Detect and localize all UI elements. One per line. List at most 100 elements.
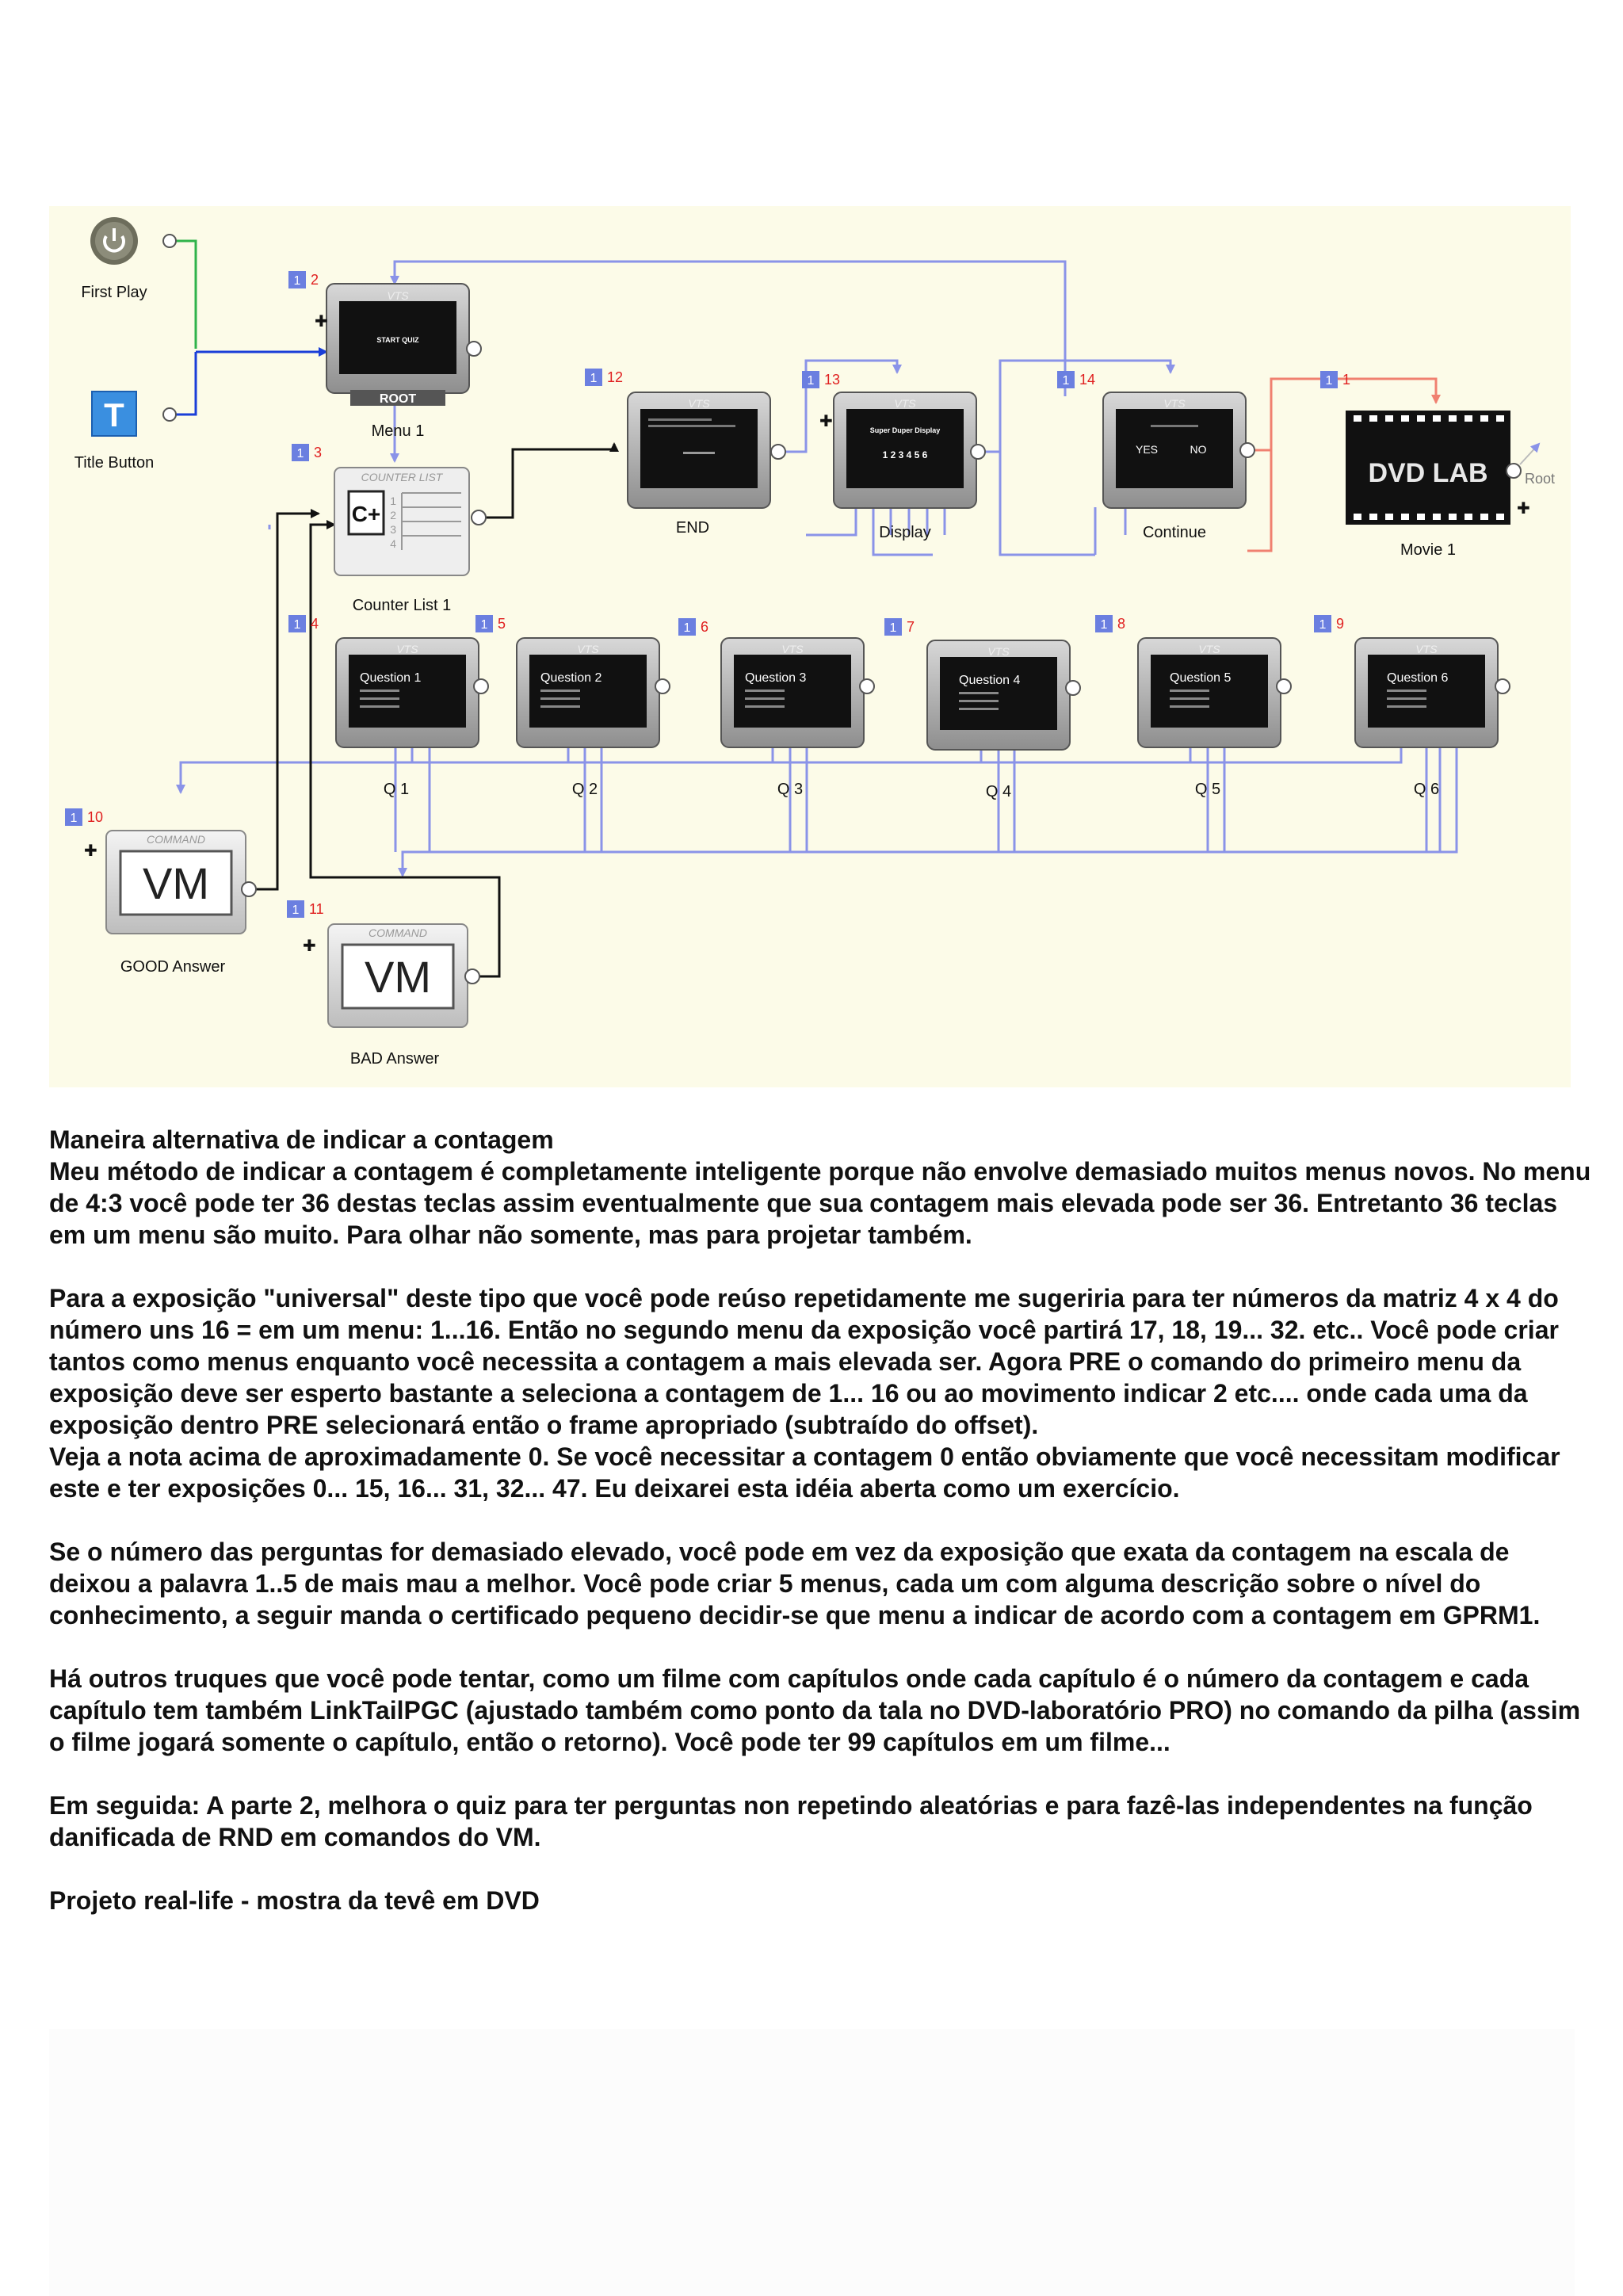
end-badge: 1 12 <box>585 369 623 386</box>
bad-answer-header: COMMAND <box>369 926 427 939</box>
question-node-5[interactable]: VTS Question 5 Q 5 <box>1137 637 1292 798</box>
movie1-node[interactable]: DVD LAB Root ✚ Movie 1 <box>1346 411 1555 559</box>
question-5-title: Question 5 <box>1170 671 1231 685</box>
menu1-footer-label: ROOT <box>380 392 416 406</box>
question-node-1[interactable]: VTS Question 1 Q 1 <box>335 637 489 798</box>
counter-list-badge: 1 3 <box>292 444 322 461</box>
diagram-canvas: First Play T Title Button VTS START QUIZ… <box>65 217 1555 1068</box>
continue-label: Continue <box>1143 524 1206 541</box>
question-2-title: Question 2 <box>540 671 601 685</box>
svg-text:1: 1 <box>297 447 304 460</box>
movie1-badge: 1 1 <box>1320 371 1350 388</box>
movie1-label: Movie 1 <box>1400 541 1456 559</box>
menu1-node[interactable]: VTS START QUIZ ROOT ROOT Menu 1 ✚ <box>315 283 482 440</box>
continue-yes: YES <box>1136 443 1158 456</box>
counter-list-node[interactable]: COUNTER LIST C+ 1 2 3 4 Counter List 1 <box>334 467 487 614</box>
dvd-lab-project-diagram: First Play T Title Button VTS START QUIZ… <box>49 206 1571 1087</box>
movie1-plus-icon: ✚ <box>1517 500 1530 518</box>
svg-text:7: 7 <box>907 619 915 635</box>
good-answer-label: GOOD Answer <box>120 958 226 976</box>
counter-row-4: 4 <box>390 537 396 550</box>
question-1-header: VTS <box>396 643 418 655</box>
question-2-badge: 1 5 <box>475 615 506 632</box>
question-2-header: VTS <box>577 643 599 655</box>
article-paragraph-7: Projeto real-life - mostra da tevê em DV… <box>49 1886 540 1915</box>
display-screen-digits: 1 2 3 4 5 6 <box>883 449 928 460</box>
article-paragraph-5: Há outros truques que você pode tentar, … <box>49 1664 1581 1756</box>
end-header: VTS <box>688 397 710 410</box>
counter-list-header: COUNTER LIST <box>361 471 444 483</box>
display-node[interactable]: VTS Super Duper Display 1 2 3 4 5 6 Disp… <box>819 392 986 541</box>
question-6-header: VTS <box>1415 643 1438 655</box>
question-4-label: Q 4 <box>986 783 1011 800</box>
svg-text:1: 1 <box>590 372 598 385</box>
svg-text:1: 1 <box>1063 374 1070 388</box>
title-button-node[interactable]: T Title Button <box>74 391 177 472</box>
question-4-title: Question 4 <box>959 674 1020 687</box>
article-body: Maneira alternativa de indicar a contage… <box>49 1124 1594 1948</box>
question-4-badge: 1 7 <box>884 618 915 636</box>
menu1-header: VTS <box>387 289 409 302</box>
counter-list-label: Counter List 1 <box>353 597 452 614</box>
continue-node[interactable]: VTS YES NO Continue <box>1102 392 1255 541</box>
bad-answer-node[interactable]: COMMAND VM BAD Answer ✚ <box>303 923 480 1068</box>
question-node-6[interactable]: VTS Question 6 Q 6 <box>1354 637 1510 798</box>
good-answer-node[interactable]: COMMAND VM GOOD Answer ✚ <box>84 830 257 976</box>
end-node[interactable]: VTS END <box>627 392 786 537</box>
question-6-label: Q 6 <box>1414 781 1439 798</box>
title-button-icon: T <box>104 396 124 434</box>
question-3-title: Question 3 <box>745 671 806 685</box>
svg-text:1: 1 <box>294 274 301 288</box>
svg-text:13: 13 <box>824 372 840 388</box>
question-1-badge: 1 4 <box>288 615 319 632</box>
continue-badge: 1 14 <box>1057 371 1095 388</box>
title-button-label: Title Button <box>74 454 154 472</box>
display-plus-icon: ✚ <box>819 413 833 430</box>
svg-text:5: 5 <box>498 616 506 632</box>
question-4-header: VTS <box>987 645 1010 658</box>
bad-answer-badge: 1 11 <box>287 900 324 918</box>
good-answer-plus-icon: ✚ <box>84 842 97 860</box>
svg-text:1: 1 <box>1319 618 1327 632</box>
question-node-3[interactable]: VTS Question 3 Q 3 <box>720 637 875 798</box>
question-6-badge: 1 9 <box>1314 615 1344 632</box>
menu1-screen-text: START QUIZ <box>376 336 419 344</box>
end-label: END <box>676 519 709 537</box>
menu1-badge: 1 2 <box>288 271 319 288</box>
article-paragraph-6: Em seguida: A parte 2, melhora o quiz pa… <box>49 1791 1533 1851</box>
svg-text:14: 14 <box>1079 372 1095 388</box>
first-play-label: First Play <box>81 284 147 301</box>
counter-row-3: 3 <box>390 523 396 536</box>
svg-text:1: 1 <box>1342 372 1350 388</box>
question-5-label: Q 5 <box>1195 781 1220 798</box>
svg-text:8: 8 <box>1117 616 1125 632</box>
first-play-node[interactable]: First Play <box>81 217 177 301</box>
display-screen-title: Super Duper Display <box>870 426 941 434</box>
film-strip-holes <box>1354 415 1504 520</box>
question-1-title: Question 1 <box>360 671 421 685</box>
continue-no: NO <box>1190 443 1207 456</box>
article-paragraph-4: Se o número das perguntas for demasiado … <box>49 1538 1541 1629</box>
menu1-label: Menu 1 <box>372 422 425 440</box>
good-answer-header: COMMAND <box>147 833 205 846</box>
bad-answer-plus-icon: ✚ <box>303 938 316 955</box>
question-5-header: VTS <box>1198 643 1220 655</box>
svg-text:12: 12 <box>607 369 623 385</box>
question-5-badge: 1 8 <box>1095 615 1125 632</box>
bad-answer-label: BAD Answer <box>350 1050 440 1068</box>
counter-row-2: 2 <box>390 509 396 521</box>
question-node-4[interactable]: VTS Question 4 Q 4 <box>926 640 1081 800</box>
question-3-label: Q 3 <box>777 781 803 798</box>
good-answer-badge: 1 10 <box>65 808 103 826</box>
svg-text:6: 6 <box>701 619 708 635</box>
article-paragraph-1: Meu método de indicar a contagem é compl… <box>49 1157 1591 1249</box>
display-badge: 1 13 <box>802 371 840 388</box>
continue-header: VTS <box>1163 397 1186 410</box>
article-title: Maneira alternativa de indicar a contage… <box>49 1125 554 1154</box>
display-label: Display <box>879 524 931 541</box>
counter-icon: C+ <box>352 502 381 526</box>
vm-icon: VM <box>143 858 209 908</box>
question-3-badge: 1 6 <box>678 618 708 636</box>
article-paragraph-2: Para a exposição "universal" deste tipo … <box>49 1284 1559 1439</box>
question-node-2[interactable]: VTS Question 2 Q 2 <box>516 637 670 798</box>
